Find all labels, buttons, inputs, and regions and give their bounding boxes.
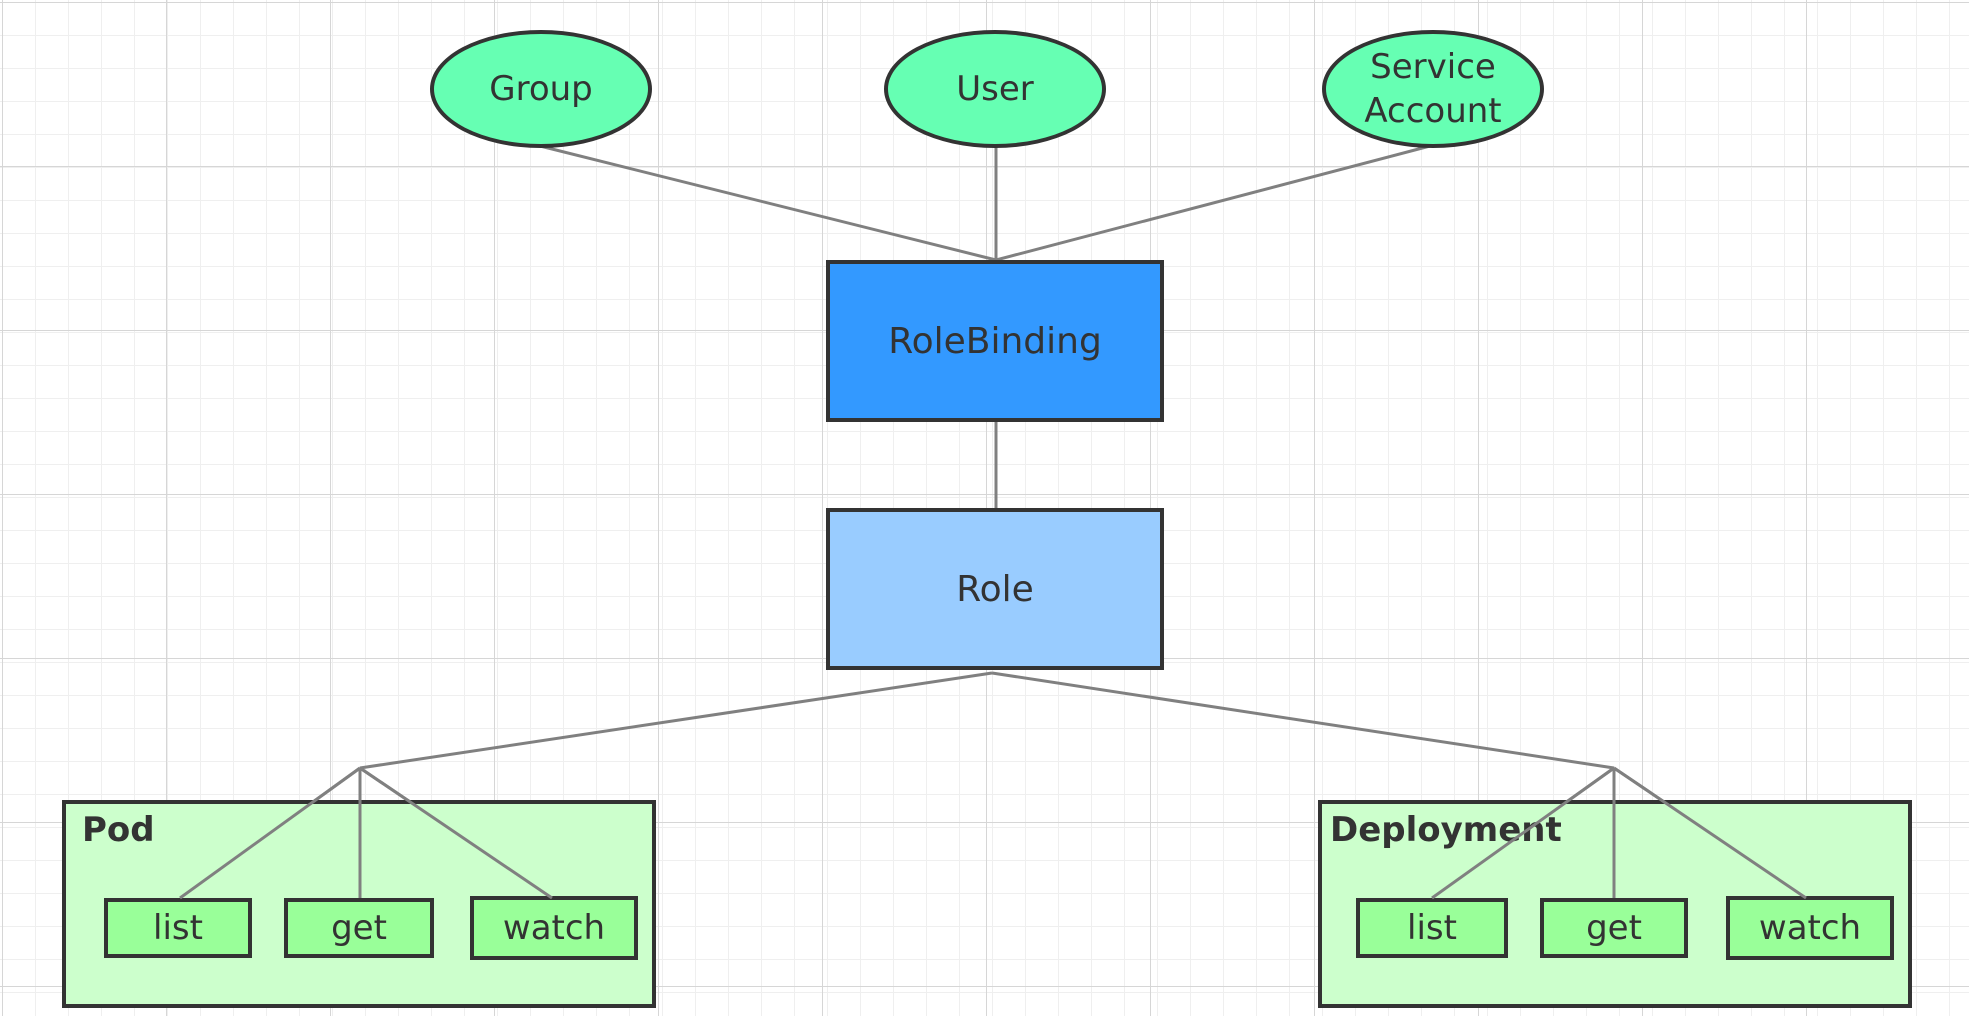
subject-service-account[interactable]: Service Account <box>1322 30 1544 148</box>
canvas-bottom-edge <box>0 1016 1969 1026</box>
edge-serviceaccount-rolebinding <box>995 144 1431 262</box>
pod-verb-get[interactable]: get <box>284 898 434 958</box>
resource-deployment-title: Deployment <box>1330 810 1562 850</box>
edge-deployment-list-inner <box>1431 766 1615 900</box>
deployment-verb-list[interactable]: list <box>1356 898 1508 958</box>
subject-user[interactable]: User <box>884 30 1106 148</box>
subject-group-label: Group <box>489 69 593 109</box>
rolebinding-label: RoleBinding <box>888 320 1102 362</box>
rolebinding-box[interactable]: RoleBinding <box>826 260 1164 422</box>
edge-role-deployment <box>991 671 1615 770</box>
subject-service-account-label: Service Account <box>1364 47 1502 131</box>
resource-pod-title: Pod <box>82 810 155 850</box>
pod-verb-get-label: get <box>331 908 387 948</box>
pod-verb-watch[interactable]: watch <box>470 896 638 960</box>
deployment-verb-get-label: get <box>1586 908 1642 948</box>
deployment-verb-watch-label: watch <box>1758 908 1862 948</box>
deployment-verb-watch[interactable]: watch <box>1726 896 1894 960</box>
subject-user-label: User <box>956 69 1034 109</box>
edge-pod-watch-inner <box>359 766 553 900</box>
role-label: Role <box>956 568 1034 610</box>
edge-pod-list-inner <box>179 766 361 900</box>
edge-deployment-watch-inner <box>1613 766 1807 900</box>
edge-group-rolebinding <box>539 144 997 262</box>
role-box[interactable]: Role <box>826 508 1164 670</box>
pod-verb-watch-label: watch <box>502 908 606 948</box>
pod-verb-list[interactable]: list <box>104 898 252 958</box>
deployment-verb-get[interactable]: get <box>1540 898 1688 958</box>
edge-role-pod <box>359 671 993 770</box>
subject-group[interactable]: Group <box>430 30 652 148</box>
pod-verb-list-label: list <box>153 908 203 948</box>
deployment-verb-list-label: list <box>1407 908 1457 948</box>
